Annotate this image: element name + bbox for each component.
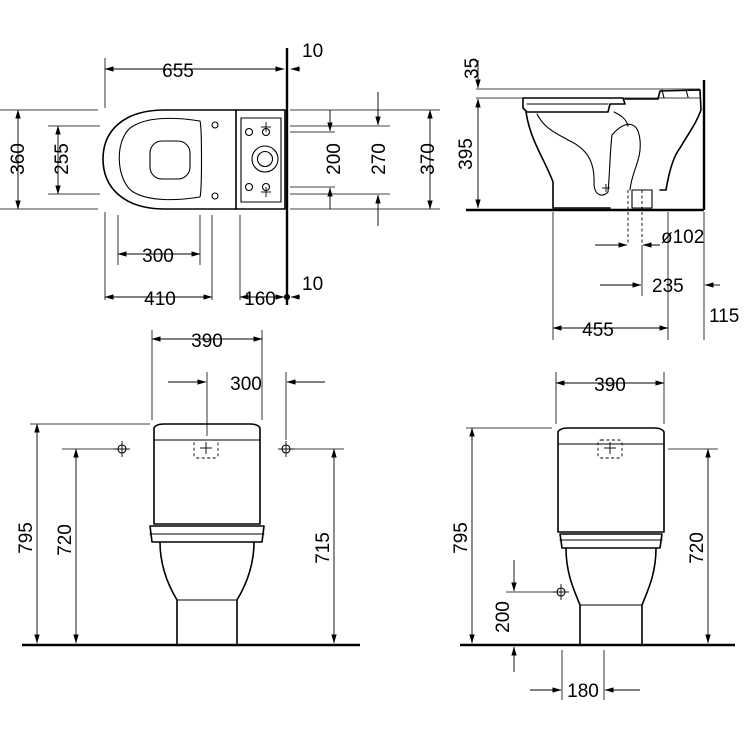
dim-label-410: 410 [144, 289, 176, 310]
tank-front-outline [153, 423, 261, 525]
dim-label-180: 180 [567, 681, 599, 702]
tank-side-outline [624, 89, 702, 191]
dim-label-200-back: 200 [493, 601, 514, 633]
hole-marker [211, 192, 219, 200]
bowl-plan-outline [102, 109, 237, 210]
dim-label-10-bottom: 10 [302, 274, 323, 295]
trap-side-outline [536, 113, 641, 196]
top-view: 655 10 360 255 200 270 370 300 410 160 1… [0, 41, 440, 310]
seat-back-outline [559, 533, 663, 549]
dim-label-390-back: 390 [594, 375, 626, 396]
dim-label-10-top: 10 [302, 41, 323, 62]
tank-plan-inner [240, 117, 282, 203]
dim-label-200: 200 [324, 143, 345, 175]
dim-label-455: 455 [582, 320, 614, 341]
hole-marker [244, 182, 254, 192]
flush-button-plan-inner [256, 150, 274, 168]
dim-label-715: 715 [313, 532, 334, 564]
flush-button-front [193, 439, 219, 459]
dim-label-300-front: 300 [230, 374, 262, 395]
hole-marker [211, 121, 219, 129]
dim-label-360: 360 [8, 143, 29, 175]
dim-label-300-top: 300 [142, 246, 174, 267]
dim-label-390-front: 390 [191, 331, 223, 352]
dim-label-655: 655 [162, 61, 194, 82]
dim-label-270: 270 [369, 143, 390, 175]
seat-plan-outline [118, 117, 203, 201]
seat-opening [149, 140, 191, 180]
seat-fixing-holes [211, 121, 219, 200]
dim-label-255: 255 [52, 143, 73, 175]
dim-label-795-back: 795 [451, 522, 472, 554]
bowl-back-outline [565, 547, 657, 646]
seat-side-outline [522, 97, 626, 113]
back-view: 390 795 720 200 180 [451, 372, 735, 702]
tank-back-outline [557, 427, 665, 533]
tank-plan-outline [235, 109, 286, 210]
dim-label-235: 235 [652, 276, 684, 297]
wall-fixing-holes [114, 441, 294, 457]
flush-button-back [597, 439, 623, 459]
dim-label-720-front: 720 [55, 524, 76, 556]
bowl-front-outline [159, 541, 255, 646]
bowl-side-outline [525, 111, 611, 209]
dim-label-720-back: 720 [687, 532, 708, 564]
dim-label-115: 115 [709, 306, 739, 327]
dim-label-795-front: 795 [16, 522, 37, 554]
seat-front-outline [149, 525, 265, 543]
dim-label-395: 395 [456, 138, 477, 170]
hole-marker [244, 127, 254, 137]
front-view: 390 300 795 720 715 [16, 330, 360, 647]
flush-button-plan [251, 145, 279, 173]
dim-label-diameter: ø102 [661, 227, 704, 248]
dim-label-370: 370 [418, 143, 439, 175]
side-view: 35 395 ø102 235 455 115 [456, 58, 739, 341]
dim-label-160: 160 [244, 289, 276, 310]
tank-holes [244, 122, 271, 197]
dim-label-35: 35 [462, 58, 483, 79]
